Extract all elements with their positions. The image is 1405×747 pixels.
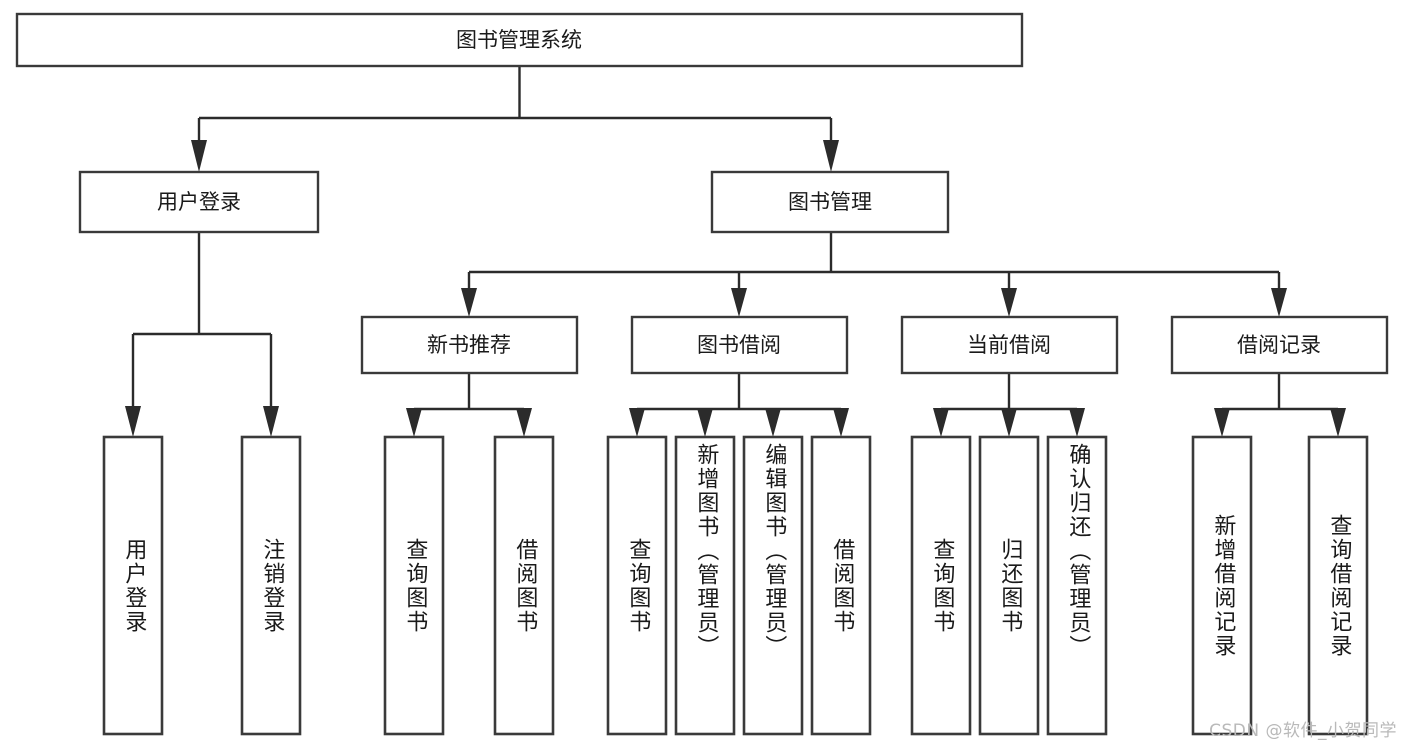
node-root-label: 图书管理系统 [456,28,582,52]
arrow-book-mgmt-c3-icon [1001,288,1017,317]
leaf-box-return-book[interactable] [978,435,1040,736]
arrow-borrow-l1-icon [629,408,645,437]
leaf-box-query-book-2[interactable] [606,435,668,736]
edges-new-book-to-leaves [406,373,532,437]
node-root-box [15,12,1024,68]
edges-root-to-level2 [191,66,839,172]
node-book-management-label: 图书管理 [788,190,872,214]
node-user-login-label: 用户登录 [157,190,241,214]
node-current-borrow[interactable]: 当前借阅 [900,315,1119,375]
leaf-box-query-book-3[interactable] [910,435,972,736]
arrow-borrow-l2-icon [697,408,713,437]
arrow-current-borrow-l1-icon [933,408,949,437]
node-current-borrow-box [900,315,1119,375]
node-root[interactable]: 图书管理系统 [15,12,1024,68]
leaf-box-confirm-return-admin[interactable] [1046,435,1108,736]
arrow-root-to-user-login-icon [191,140,207,172]
edges-borrow-to-leaves [629,373,849,437]
edges-borrow-record-to-leaves [1214,373,1346,437]
leaf-box-edit-book-admin[interactable] [742,435,804,736]
node-new-book-recommend[interactable]: 新书推荐 [360,315,579,375]
arrow-user-login-l1-icon [125,406,141,437]
node-borrow-record-label: 借阅记录 [1237,333,1321,357]
leaf-box-query-book-1[interactable] [383,435,445,736]
node-borrow-record-box [1170,315,1389,375]
node-book-borrow-box [630,315,849,375]
node-new-book-recommend-box [360,315,579,375]
arrow-borrow-record-l2-icon [1330,408,1346,437]
arrow-new-book-l1-icon [406,408,422,437]
leaf-boxes [102,435,1369,736]
leaf-box-add-borrow-record[interactable] [1191,435,1253,736]
leaf-box-add-book-admin[interactable] [674,435,736,736]
node-user-login[interactable]: 用户登录 [78,170,320,234]
node-book-management[interactable]: 图书管理 [710,170,950,234]
arrow-new-book-l2-icon [516,408,532,437]
arrow-book-mgmt-c1-icon [461,288,477,317]
leaf-box-user-login[interactable] [102,435,164,736]
edges-user-login-to-leaves [125,232,279,437]
node-book-management-box [710,170,950,234]
leaf-box-borrow-book-2[interactable] [810,435,872,736]
arrow-borrow-l3-icon [765,408,781,437]
node-current-borrow-label: 当前借阅 [967,333,1051,357]
node-book-borrow[interactable]: 图书借阅 [630,315,849,375]
node-borrow-record[interactable]: 借阅记录 [1170,315,1389,375]
node-book-borrow-label: 图书借阅 [697,333,781,357]
arrow-current-borrow-l3-icon [1069,408,1085,437]
leaf-box-query-borrow-record[interactable] [1307,435,1369,736]
leaf-box-borrow-book-1[interactable] [493,435,555,736]
node-user-login-box [78,170,320,234]
arrow-current-borrow-l2-icon [1001,408,1017,437]
arrow-user-login-l2-icon [263,406,279,437]
arrow-root-to-book-mgmt-icon [823,140,839,172]
arrow-borrow-record-l1-icon [1214,408,1230,437]
edges-book-mgmt-to-level3 [461,232,1287,317]
node-new-book-recommend-label: 新书推荐 [427,333,511,357]
arrow-borrow-l4-icon [833,408,849,437]
csdn-watermark: CSDN @软件_小贺同学 [1209,721,1397,741]
arrow-book-mgmt-c4-icon [1271,288,1287,317]
leaf-box-logout[interactable] [240,435,302,736]
arrow-book-mgmt-c2-icon [731,288,747,317]
edges-current-borrow-to-leaves [933,373,1085,437]
